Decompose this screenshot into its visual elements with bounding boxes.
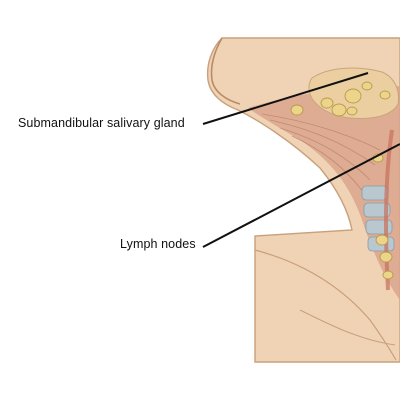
lymph-node (346, 106, 358, 116)
chin-contour (210, 37, 241, 105)
neck-muscle (248, 86, 400, 300)
clavicle-contour (254, 249, 397, 361)
lymph-node (375, 234, 389, 246)
lymph-node (379, 251, 393, 263)
lymph-node (382, 270, 394, 280)
neck-vessel (383, 129, 394, 291)
gland-leader-line (202, 72, 369, 125)
lymph-node (331, 103, 347, 117)
lymph-node (379, 90, 391, 100)
submandibular-gland-label: Submandibular salivary gland (18, 116, 185, 130)
lymph-node (290, 104, 304, 116)
nodes-leader-line (202, 143, 400, 248)
muscle-fibers (261, 113, 381, 197)
lymph-node (344, 88, 362, 104)
shoulder-contour (299, 309, 396, 346)
lymph-node (320, 97, 334, 109)
lymph-node (361, 81, 373, 91)
lymph-nodes-label: Lymph nodes (120, 237, 196, 251)
